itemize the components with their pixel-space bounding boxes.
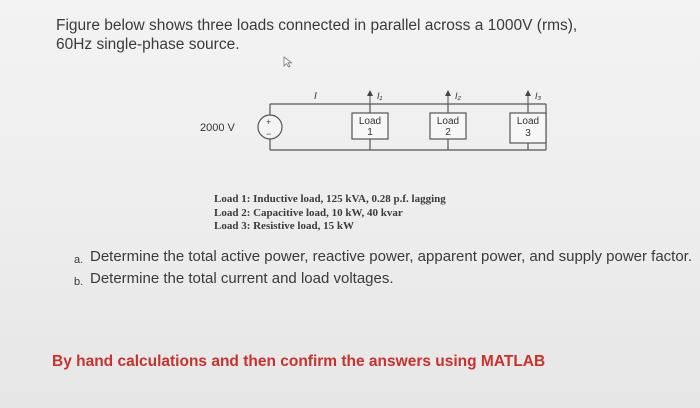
load-2-name: Load: [437, 116, 459, 127]
question-b-text: Determine the total current and load vol…: [90, 270, 394, 287]
question-a: a. Determine the total active power, rea…: [74, 248, 694, 269]
question-list: a. Determine the total active power, rea…: [74, 248, 694, 291]
source-voltage-label: 2000 V: [200, 122, 236, 134]
voltage-source-symbol: [257, 114, 283, 140]
current-arrow-3-icon: [525, 90, 531, 96]
source-minus-sign: −: [266, 129, 271, 139]
load-3-current-label: I₃: [535, 91, 542, 101]
load-3-box: [509, 112, 547, 144]
intro-line-1: Figure below shows three loads connected…: [56, 17, 578, 34]
load-1-number: 1: [367, 127, 373, 138]
question-a-text: Determine the total active power, reacti…: [90, 248, 693, 265]
load-1-description: Load 1: Inductive load, 125 kVA, 0.28 p.…: [214, 193, 446, 205]
problem-intro: Figure below shows three loads connected…: [56, 16, 696, 54]
load-descriptions: Load 1: Inductive load, 125 kVA, 0.28 p.…: [214, 193, 446, 234]
current-arrow-1-icon: [367, 90, 373, 96]
intro-line-2: 60Hz single-phase source.: [56, 36, 240, 53]
load-2-number: 2: [445, 127, 451, 138]
question-b-marker: b.: [74, 276, 84, 288]
mouse-cursor-icon: [283, 56, 293, 68]
load-3-name: Load: [517, 116, 539, 127]
load-1-box: [351, 112, 389, 140]
load-3-number: 3: [525, 128, 531, 139]
total-current-label: I: [314, 91, 317, 102]
current-arrow-2-icon: [445, 90, 451, 96]
question-b: b. Determine the total current and load …: [74, 270, 694, 291]
instruction-footer: By hand calculations and then confirm th…: [52, 353, 546, 370]
load-3-description: Load 3: Resistive load, 15 kW: [214, 220, 354, 232]
load-2-current-label: I₂: [455, 91, 462, 101]
load-2-box: [429, 112, 467, 140]
load-1-name: Load: [359, 116, 381, 127]
load-1-current-label: I₁: [377, 91, 383, 101]
question-a-marker: a.: [74, 254, 84, 266]
source-plus-sign: +: [266, 117, 271, 127]
load-2-description: Load 2: Capacitive load, 10 kW, 40 kvar: [214, 206, 403, 219]
